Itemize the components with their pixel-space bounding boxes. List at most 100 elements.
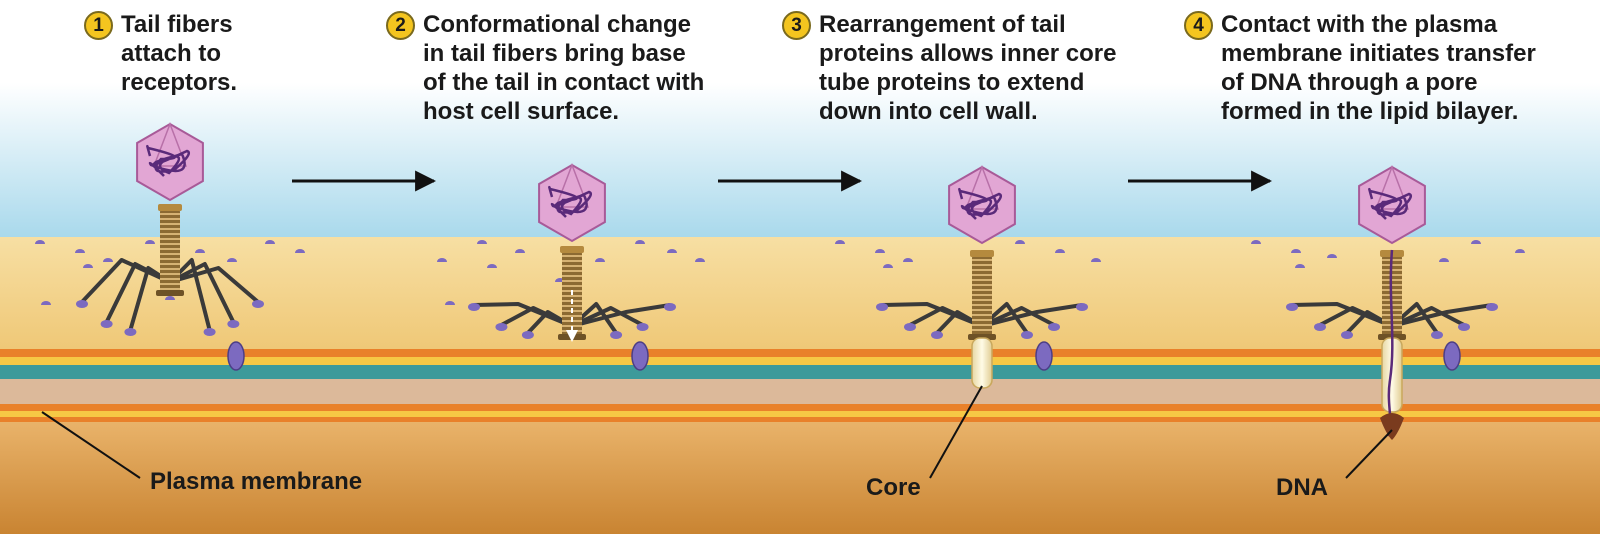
phage-group [76,121,1498,440]
plasma-membrane-stripe-2 [0,411,1600,417]
plasma-membrane-stripe-1 [0,404,1600,411]
tail-sheath [160,210,180,294]
step-1-caption: 1 Tail fibers attach to receptors. [84,10,237,97]
surface-receptor-dots [35,240,1525,305]
step-2-badge: 2 [386,11,415,40]
plasma-membrane-leader-line [41,411,141,479]
base-plate [968,334,996,340]
collar [158,204,182,211]
capsid-facet [964,164,1000,210]
step-4-text: Contact with the plasma membrane initiat… [1221,11,1536,125]
surface-dot [103,258,113,262]
fiber-tip [904,323,916,331]
surface-dot [1291,249,1301,253]
fiber-tip [1286,303,1298,311]
membrane-receptor [1443,341,1461,371]
surface-dot [1055,249,1065,253]
tail-fiber [1391,306,1465,328]
dna-coil [548,186,593,218]
fiber-tip [1314,323,1326,331]
surface-dot [515,249,525,253]
fiber-tip [203,328,216,336]
capsid [538,163,606,243]
surface-dot [1295,264,1305,268]
step-1-badge: 1 [84,11,113,40]
fiber-tip [124,328,137,336]
periplasm [0,379,1600,404]
surface-dot [487,264,497,268]
fiber-tip [1431,331,1443,339]
fiber-tip [76,300,88,308]
step-3-badge: 3 [782,11,811,40]
fiber-tip [468,303,480,311]
phage-1 [76,121,264,336]
capsid-facet [554,162,590,208]
capsid-facet [152,121,188,167]
tail-sheath [972,256,992,338]
outer-membrane-stripe [0,349,1600,357]
surface-dot [477,240,487,244]
fiber-tip [876,303,888,311]
surface-dot [445,301,455,305]
dna-label: DNA [1276,474,1328,501]
fiber-tip [100,320,113,328]
base-plate [156,290,184,296]
capsid [948,165,1016,245]
surface-dot [1471,240,1481,244]
fiber-tip [664,303,676,311]
surface-dot [295,249,305,253]
step-3-text: Rearrangement of tail proteins allows in… [819,11,1117,125]
surface-dot [835,240,845,244]
membrane-pore [1380,413,1404,440]
surface-dot [227,258,237,262]
surface-dot [1015,240,1025,244]
collar [970,250,994,257]
phage-3 [876,164,1088,340]
surface-dot [165,296,175,300]
surface-dot [195,249,205,253]
step-4-badge: 4 [1184,11,1213,40]
collar [560,246,584,253]
fiber-tip [1048,323,1060,331]
surface-dot [437,258,447,262]
surface-dot [1091,258,1101,262]
surface-dot [75,249,85,253]
core-label: Core [866,474,921,501]
fiber-tip [610,331,623,339]
surface-dot [667,249,677,253]
surface-dot [883,264,893,268]
step-4-caption: 4 Contact with the plasma membrane initi… [1184,10,1536,126]
outer-membrane-teal [0,365,1600,379]
surface-dot [695,258,705,262]
core-tube [971,337,993,389]
fiber-tip [521,331,534,339]
surface-dot [41,301,51,305]
tail-fiber [981,303,1083,328]
surface-dot [1327,254,1337,258]
tail-fiber [1391,303,1493,328]
tail-fiber [169,262,236,323]
step-1-text: Tail fibers attach to receptors. [121,11,238,96]
fiber-tip [495,323,508,331]
membrane-receptor [227,341,245,371]
fiber-tip [931,331,943,339]
fiber-tip [252,300,264,308]
surface-dot [145,240,155,244]
fiber-tip [1076,303,1088,311]
plasma-membrane-label: Plasma membrane [150,468,363,495]
fiber-tip [1341,331,1353,339]
fiber-tip [1458,323,1470,331]
fiber-tip [636,323,649,331]
surface-dot [875,249,885,253]
surface-dot [1439,258,1449,262]
tail-fiber [571,306,644,328]
fiber-tip [227,320,240,328]
outer-membrane-yellow [0,357,1600,365]
surface-dot [903,258,913,262]
membrane-receptor [1035,341,1053,371]
phage-2 [468,162,676,342]
cell-wall [0,237,1600,349]
contraction-arrow-head [566,330,578,342]
capsid [136,122,204,202]
